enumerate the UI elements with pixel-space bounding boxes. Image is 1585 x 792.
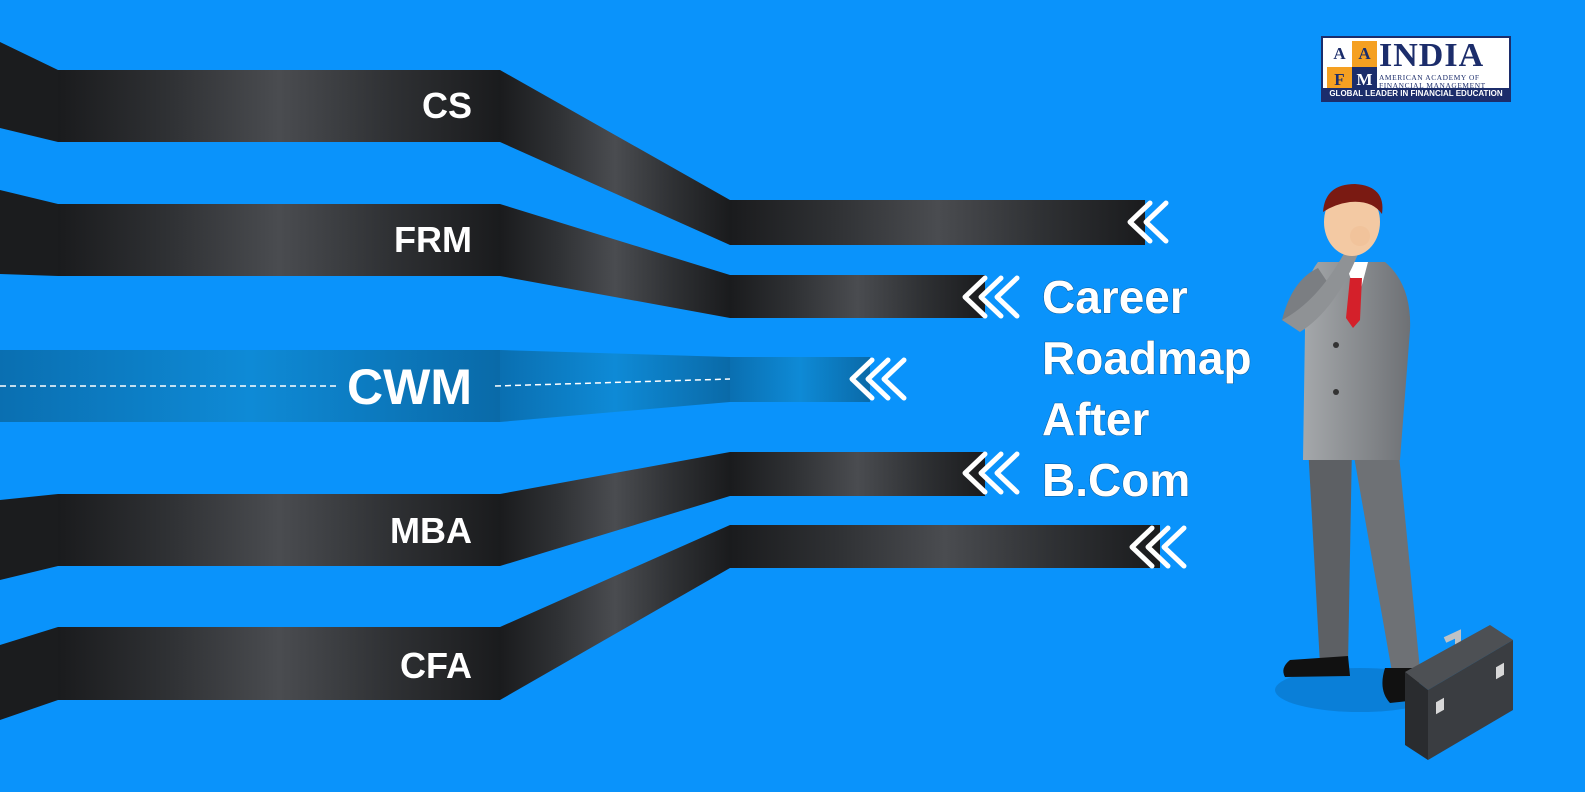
road-label-cwm: CWM (347, 359, 472, 415)
logo-subtitle: FINANCIAL MANAGEMENT (1379, 81, 1486, 90)
heading-line: After (1042, 393, 1149, 445)
heading-line: Roadmap (1042, 332, 1252, 384)
chevron-left-icon (962, 451, 1020, 495)
chevron-left-icon (1129, 525, 1187, 569)
logo-tile: A (1352, 41, 1377, 67)
aafm-india-logo: A A F M INDIA AMERICAN ACADEMY OF FINANC… (1321, 36, 1511, 102)
road-cs (0, 42, 1145, 245)
road-cwm (0, 350, 870, 422)
chevron-left-icon (849, 357, 907, 401)
road-cfa (0, 525, 1160, 720)
heading-line: B.Com (1042, 454, 1190, 506)
page-heading: Career Roadmap After B.Com (1042, 271, 1253, 507)
road-label-mba: MBA (390, 510, 472, 551)
chevron-left-icon (1127, 200, 1169, 244)
road-label-cfa: CFA (400, 645, 472, 686)
logo-subtitle: AMERICAN ACADEMY OF (1379, 73, 1480, 82)
businessman-illustration (1275, 184, 1445, 712)
road-mba (0, 452, 985, 580)
logo-tile: A (1333, 44, 1346, 63)
briefcase-icon (1405, 625, 1513, 760)
logo-brand: INDIA (1379, 37, 1485, 74)
logo-tagline: GLOBAL LEADER IN FINANCIAL EDUCATION (1323, 88, 1509, 100)
road-frm (0, 190, 985, 318)
road-label-frm: FRM (394, 219, 472, 260)
heading-line: Career (1042, 271, 1188, 323)
road-label-cs: CS (422, 85, 472, 126)
chevron-left-icon (962, 275, 1020, 319)
